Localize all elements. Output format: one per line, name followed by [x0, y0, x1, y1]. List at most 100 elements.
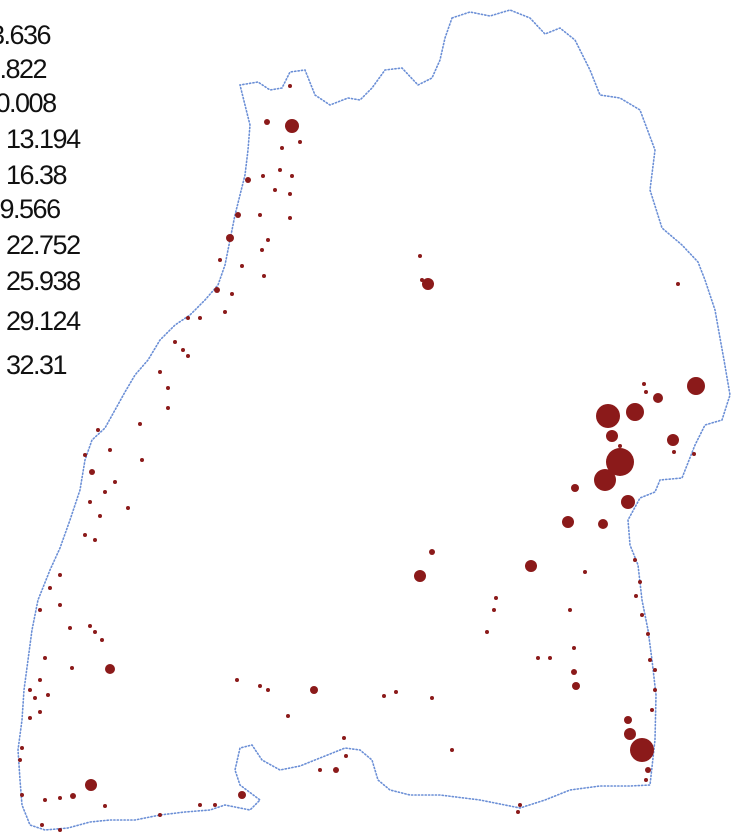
point-marker — [288, 84, 292, 88]
point-marker — [166, 386, 170, 390]
point-marker — [634, 594, 638, 598]
point-marker — [667, 434, 679, 446]
point-marker — [258, 213, 262, 217]
point-marker — [571, 484, 579, 492]
point-marker — [288, 216, 292, 220]
point-marker — [606, 430, 618, 442]
legend-label: 32.31 — [6, 350, 68, 380]
point-marker — [624, 728, 636, 740]
point-marker — [266, 688, 270, 692]
point-marker — [43, 798, 47, 802]
point-marker — [648, 658, 652, 662]
point-marker — [93, 630, 97, 634]
point-marker — [676, 282, 680, 286]
point-marker — [226, 234, 234, 242]
point-marker — [58, 573, 62, 577]
point-marker — [20, 793, 24, 797]
point-marker — [108, 448, 112, 452]
point-marker — [525, 560, 537, 572]
point-marker — [58, 796, 62, 800]
point-marker — [158, 370, 162, 374]
legend-label: 10.008 — [0, 88, 57, 118]
point-marker — [536, 656, 540, 660]
point-marker — [290, 174, 294, 178]
point-marker — [286, 714, 290, 718]
region-border — [17, 9, 731, 831]
point-layer — [18, 84, 705, 832]
point-marker — [70, 793, 76, 799]
point-marker — [430, 696, 434, 700]
point-marker — [626, 403, 644, 421]
point-marker — [310, 686, 318, 694]
point-marker — [93, 538, 97, 542]
point-marker — [618, 444, 622, 448]
point-marker — [548, 656, 552, 660]
point-marker — [33, 696, 37, 700]
region-outline — [17, 9, 731, 831]
point-marker — [260, 248, 264, 252]
legend-label: 6.822 — [0, 54, 48, 84]
point-marker — [298, 140, 302, 144]
point-marker — [516, 810, 520, 814]
point-marker — [58, 603, 62, 607]
legend-label: 25.938 — [6, 266, 81, 296]
point-marker — [420, 278, 424, 282]
legend-label: 22.752 — [6, 230, 81, 260]
point-marker — [644, 778, 648, 782]
point-marker — [158, 813, 162, 817]
point-marker — [48, 586, 52, 590]
point-marker — [568, 608, 572, 612]
point-marker — [288, 192, 292, 196]
point-marker — [594, 469, 616, 491]
point-marker — [572, 646, 576, 650]
point-marker — [266, 238, 270, 242]
point-marker — [624, 716, 632, 724]
point-marker — [333, 767, 339, 773]
point-marker — [638, 580, 642, 584]
point-marker — [88, 624, 92, 628]
point-marker — [214, 287, 220, 293]
point-marker — [230, 292, 234, 296]
legend: 3.6366.82210.00813.19416.3819.56622.7522… — [0, 0, 140, 400]
point-marker — [58, 828, 62, 832]
point-marker — [285, 119, 299, 133]
point-marker — [38, 678, 42, 682]
point-marker — [83, 453, 87, 457]
point-marker — [621, 495, 635, 509]
point-marker — [198, 316, 202, 320]
point-marker — [173, 340, 177, 344]
point-marker — [68, 626, 72, 630]
point-marker — [245, 177, 251, 183]
point-marker — [630, 738, 654, 762]
point-marker — [83, 533, 87, 537]
point-marker — [687, 377, 705, 395]
point-marker — [640, 613, 644, 617]
point-marker — [382, 694, 386, 698]
point-marker — [644, 390, 648, 394]
point-marker — [429, 549, 435, 555]
point-marker — [261, 174, 265, 178]
point-marker — [18, 758, 22, 762]
point-marker — [100, 638, 104, 642]
point-marker — [414, 570, 426, 582]
point-marker — [653, 668, 657, 672]
point-marker — [606, 448, 634, 476]
point-marker — [394, 690, 398, 694]
point-marker — [492, 608, 496, 612]
point-marker — [89, 469, 95, 475]
point-marker — [318, 768, 322, 772]
point-marker — [633, 558, 637, 562]
point-marker — [138, 422, 142, 426]
point-marker — [235, 212, 241, 218]
point-marker — [126, 506, 130, 510]
point-marker — [653, 688, 657, 692]
point-marker — [278, 168, 282, 172]
point-marker — [342, 736, 346, 740]
point-marker — [88, 500, 92, 504]
point-marker — [105, 664, 115, 674]
point-marker — [223, 310, 227, 314]
point-marker — [518, 803, 522, 807]
point-marker — [264, 119, 270, 125]
